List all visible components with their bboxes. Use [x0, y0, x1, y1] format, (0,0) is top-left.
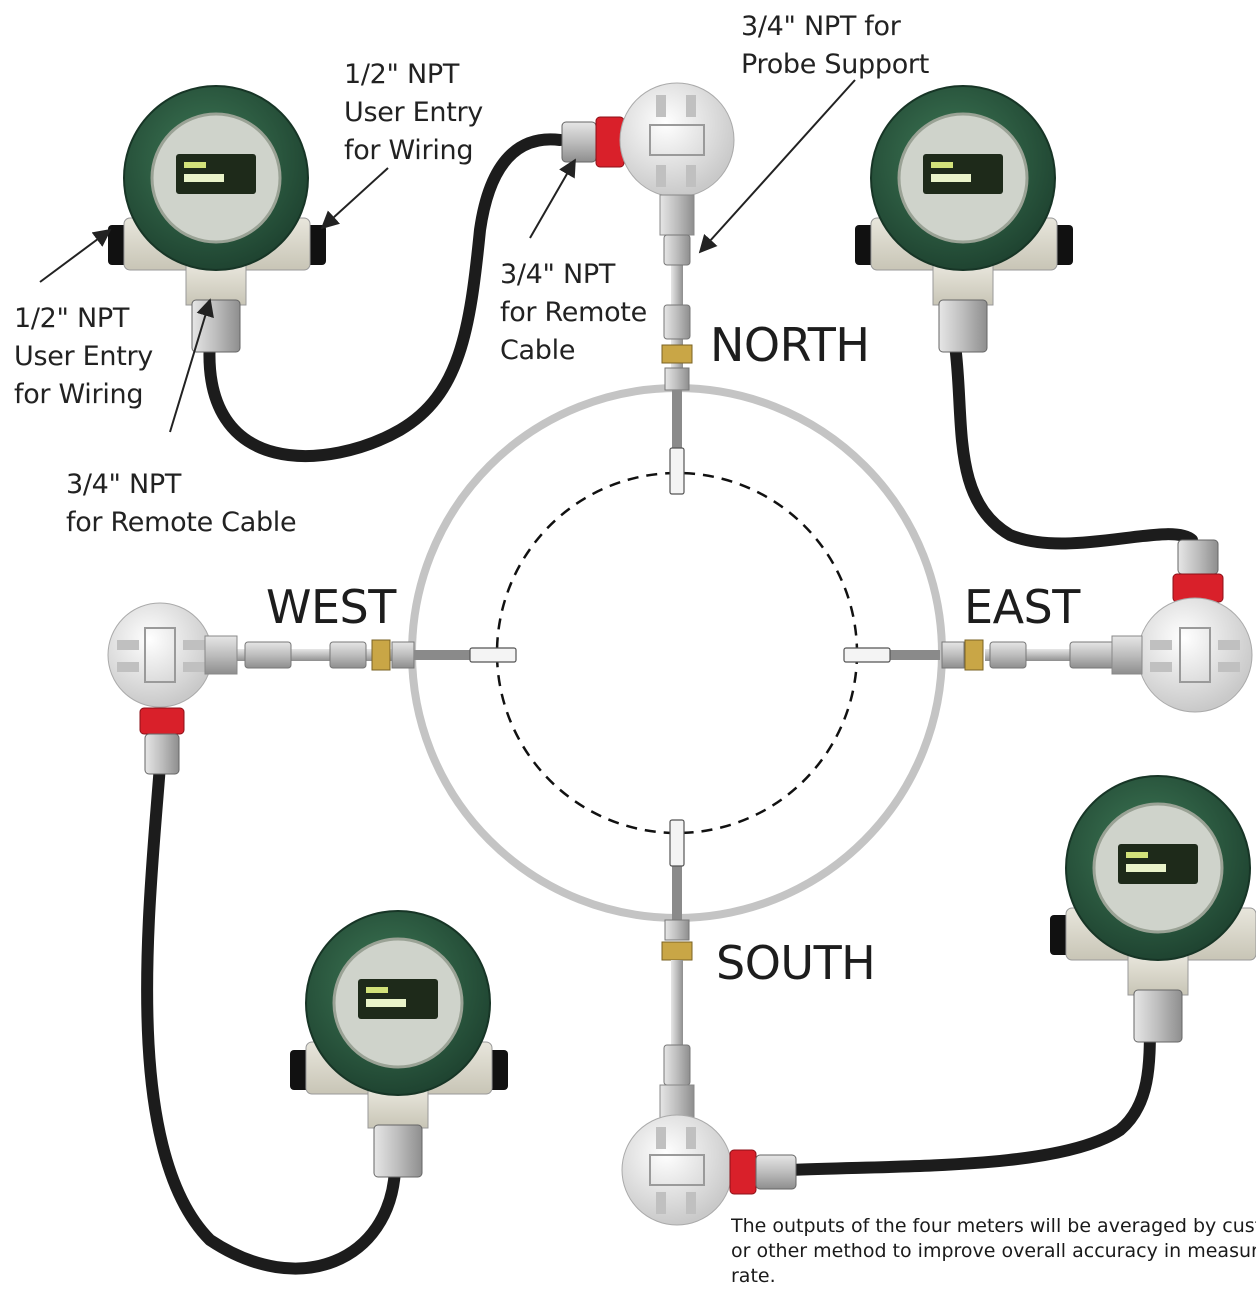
callout-user-entry-left: 1/2" NPT User Entry for Wiring — [14, 300, 153, 414]
note-line: rate. — [731, 1265, 776, 1287]
callout-user-entry-top: 1/2" NPT User Entry for Wiring — [344, 56, 483, 170]
note-line: or other method to improve overall accur… — [731, 1240, 1256, 1262]
probe-south — [661, 819, 693, 1115]
arrow-user-entry-top — [320, 167, 389, 230]
junction-box-south — [621, 1084, 797, 1226]
label-east: EAST — [964, 580, 1080, 634]
callout-remote-cable-north: 3/4" NPT for Remote Cable — [500, 256, 647, 370]
probe-west — [230, 639, 517, 671]
callout-line: for Remote Cable — [66, 507, 297, 538]
callout-line: 3/4" NPT — [66, 469, 182, 500]
note-line: The outputs of the four meters will be a… — [731, 1215, 1256, 1237]
transmitter-east — [855, 85, 1073, 353]
callout-line: Probe Support — [741, 49, 930, 80]
callout-line: 3/4" NPT — [500, 259, 616, 290]
label-west: WEST — [266, 580, 396, 634]
callout-line: for Wiring — [14, 379, 144, 410]
arrow-remote-cable-north — [529, 158, 576, 239]
probe-north — [661, 262, 693, 495]
averaging-note: The outputs of the four meters will be a… — [731, 1214, 1256, 1289]
label-north: NORTH — [710, 318, 870, 372]
callout-line: User Entry — [14, 341, 153, 372]
cable-north — [203, 133, 566, 462]
arrow-remote-cable-left — [169, 298, 214, 433]
callout-line: for Remote — [500, 297, 647, 328]
transmitter-south — [1050, 775, 1256, 1043]
arrow-user-entry-left — [39, 228, 112, 283]
callout-probe-support: 3/4" NPT for Probe Support — [741, 8, 929, 84]
callout-line: for Wiring — [344, 135, 474, 166]
pipe-measurement-zone — [495, 471, 859, 835]
label-south: SOUTH — [716, 936, 876, 990]
callout-arrows — [39, 79, 856, 433]
cable-east — [949, 339, 1198, 550]
cable-south — [784, 1014, 1156, 1176]
callout-line: User Entry — [344, 97, 483, 128]
cables — [141, 133, 1198, 1275]
cable-west — [141, 759, 401, 1275]
junction-box-north — [561, 82, 735, 266]
transmitter-west — [290, 910, 508, 1178]
callout-line: 1/2" NPT — [344, 59, 460, 90]
callout-line: 1/2" NPT — [14, 303, 130, 334]
callout-line: Cable — [500, 335, 576, 366]
junction-box-west — [107, 602, 238, 775]
arrow-probe-support — [698, 79, 856, 254]
junction-box-east — [1111, 539, 1253, 713]
callout-remote-cable-left: 3/4" NPT for Remote Cable — [66, 466, 297, 542]
probe-east — [843, 639, 1145, 671]
callout-line: 3/4" NPT for — [741, 11, 901, 42]
